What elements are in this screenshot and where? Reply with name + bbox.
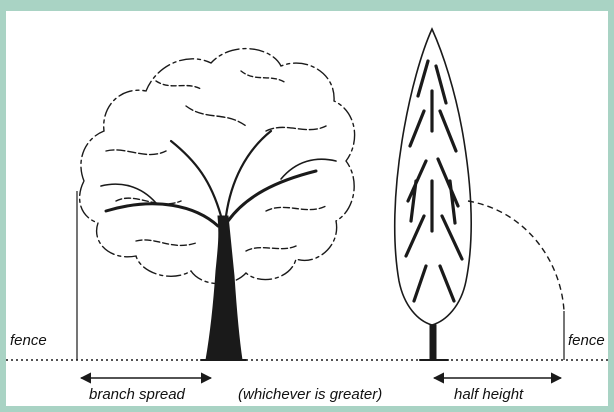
cypress-outline [395,29,471,325]
diagram-drawing [6,11,608,406]
tree-canopy-outline [80,49,355,284]
diagram-panel: fence fence branch spread (whichever is … [6,11,608,406]
fence-label-left: fence [10,333,47,348]
half-height-arc [468,201,564,311]
whichever-label: (whichever is greater) [238,387,382,402]
branch-spread-label: branch spread [89,387,185,402]
tree-trunk [101,131,336,360]
fence-label-right: fence [568,333,605,348]
deciduous-tree [80,49,355,284]
cypress-tree [395,29,471,360]
half-height-label: half height [454,387,523,402]
